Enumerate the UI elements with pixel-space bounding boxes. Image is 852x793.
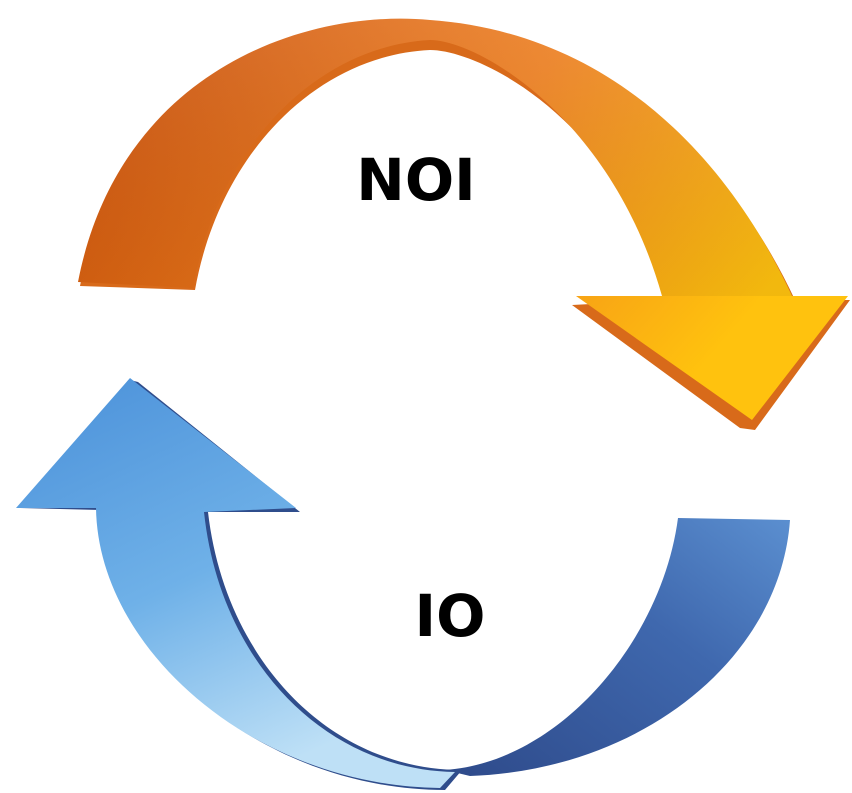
top-arrow-label: NOI [356, 146, 475, 214]
bottom-arrow-label: IO [415, 582, 486, 650]
bottom-arrow [16, 378, 790, 790]
top-arrow-sheen [78, 18, 792, 296]
top-arrow [78, 18, 850, 430]
bottom-arrow-body [16, 378, 455, 788]
bottom-arrow-dark-part [445, 518, 790, 776]
